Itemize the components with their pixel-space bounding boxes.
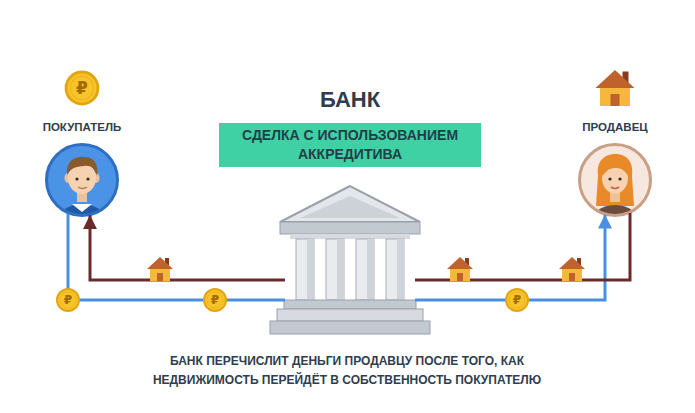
seller-avatar — [618, 177, 621, 180]
bank-column — [296, 239, 314, 300]
flow-connector — [415, 215, 605, 300]
node-heading: ПРОДАВЕЦ — [582, 121, 647, 134]
circle-outline — [579, 144, 651, 216]
bank-column — [326, 239, 344, 300]
seller-avatar — [589, 205, 641, 247]
buyer-avatar — [67, 157, 98, 176]
bank-building: БАНК — [285, 185, 415, 335]
bank-building — [280, 222, 420, 234]
bank-column — [307, 239, 314, 300]
buyer-avatar — [46, 144, 118, 216]
circle-outline — [46, 144, 118, 216]
seller-avatar — [602, 160, 628, 176]
house-icon — [447, 257, 473, 281]
buyer-avatar — [72, 204, 92, 212]
connector-group — [68, 213, 630, 300]
buyer-avatar — [55, 190, 109, 248]
buyer-avatar — [86, 177, 89, 180]
currency-sign: ₽ — [513, 294, 521, 306]
currency-sign: ₽ — [211, 294, 219, 306]
seller-avatar — [611, 187, 619, 189]
bank-column — [367, 239, 374, 300]
buyer-avatar — [46, 144, 118, 248]
bank-column — [397, 239, 404, 300]
bank-column — [356, 239, 374, 300]
bank-building — [280, 186, 420, 222]
node-heading: БАНК — [320, 88, 380, 112]
bank-building — [277, 309, 423, 321]
buyer-avatar — [75, 177, 78, 180]
deal-band: СДЕЛКА С ИСПОЛЬЗОВАНИЕМ АККРЕДИТИВА — [219, 123, 481, 167]
seller-avatar — [579, 144, 651, 247]
coin-icon — [204, 289, 226, 311]
flow-connector — [68, 213, 285, 300]
house-icon — [559, 257, 585, 281]
buyer-avatar — [78, 187, 87, 189]
coin-icon — [57, 289, 79, 311]
bank-column — [296, 239, 404, 300]
bank-building — [270, 186, 430, 334]
bank-building — [290, 234, 410, 239]
seller-avatar — [596, 154, 634, 206]
currency-sign: ₽ — [64, 294, 72, 306]
caption: БАНК ПЕРЕЧИСЛИТ ДЕНЬГИ ПРОДАВЦУ ПОСЛЕ ТО… — [107, 352, 587, 390]
currency-sign: ₽ — [76, 80, 88, 97]
buyer-circle: ПОКУПАТЕЛЬ — [46, 144, 118, 216]
bank-building — [270, 321, 430, 334]
flow-connector — [90, 215, 285, 280]
coin-icon — [57, 72, 528, 311]
bank-column — [337, 239, 344, 300]
seller-avatar — [589, 154, 641, 247]
bank-building — [284, 300, 416, 309]
node-heading: ПОКУПАТЕЛЬ — [43, 121, 122, 134]
house-icon — [147, 257, 173, 281]
house-icon — [596, 70, 635, 106]
bank-column — [386, 239, 404, 300]
bank-building — [300, 196, 400, 218]
flow-connector — [415, 213, 630, 280]
house-icon — [147, 70, 635, 281]
circle-outline — [47, 145, 117, 215]
seller-circle: ПРОДАВЕЦ — [579, 144, 651, 216]
coin-icon — [506, 289, 528, 311]
seller-avatar — [608, 177, 611, 180]
band-text: СДЕЛКА С ИСПОЛЬЗОВАНИЕМ АККРЕДИТИВА — [229, 126, 471, 164]
coin-icon — [66, 72, 98, 104]
circle-outline — [580, 145, 650, 215]
